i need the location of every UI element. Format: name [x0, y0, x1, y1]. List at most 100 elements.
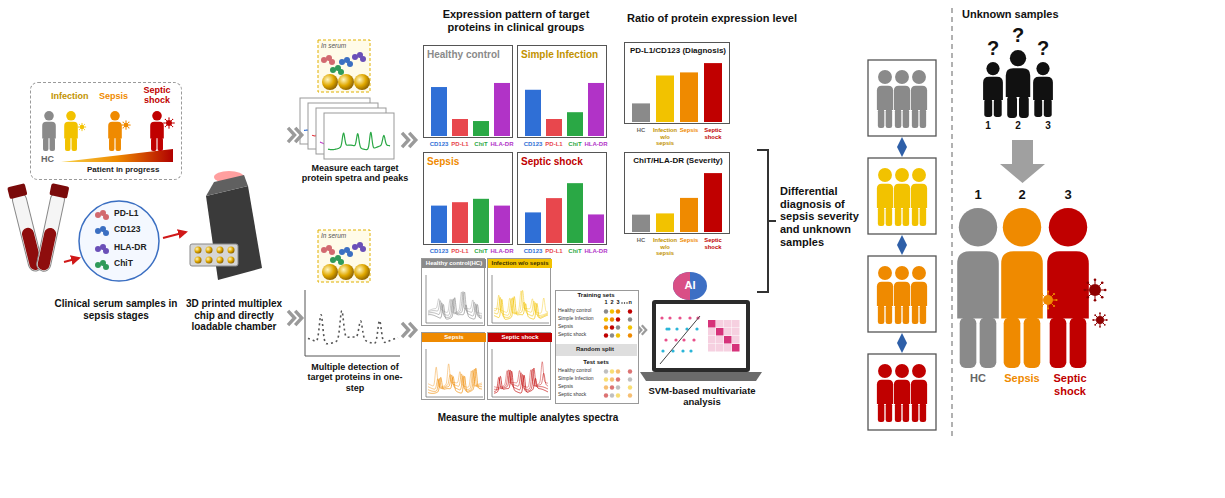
person-icon [42, 111, 56, 151]
virus-icon [78, 127, 79, 128]
protein-icon [339, 247, 353, 257]
serum-sample-image [338, 264, 354, 280]
laptop-illustration [652, 300, 750, 372]
virus-icon [1047, 290, 1049, 292]
axis-label: PD-L1 [539, 248, 569, 255]
virus-icon [1094, 278, 1097, 281]
person-icon [894, 266, 910, 324]
section-heading: Differential diagnosis of sepsis severit… [780, 185, 864, 248]
person-icon [1006, 50, 1030, 118]
caption-text: Measure each target protein spetra and p… [300, 163, 410, 184]
person-icon [903, 207, 909, 226]
image-tag: In serum [321, 232, 346, 239]
virus-icon [168, 117, 169, 118]
flow-chevron [288, 128, 295, 142]
axis-label: Sepsis [677, 127, 701, 134]
bar [567, 112, 583, 136]
person-icon [894, 86, 910, 110]
laptop-illustration [640, 300, 762, 381]
progress-wedge [61, 149, 173, 162]
severity-stage-column [868, 60, 936, 430]
person-icon [920, 305, 926, 324]
laptop-illustration [665, 327, 668, 330]
severity-stage-column [868, 256, 936, 332]
person-icon [912, 364, 926, 378]
expression-bar-chart: SepsisCD123PD-L1ChiTHLA-DR [423, 152, 513, 245]
person-icon [877, 380, 893, 404]
protein-label: CD123 [114, 225, 140, 235]
multiplex-chip-device [195, 247, 202, 254]
blood-tube [33, 183, 69, 273]
person-icon [50, 138, 55, 151]
virus-icon [1089, 284, 1101, 296]
sample-dot [628, 333, 632, 337]
person-icon [959, 208, 997, 246]
virus-icon [1104, 289, 1107, 292]
virus-icon [1086, 281, 1089, 284]
multiplex-chip-device [206, 175, 248, 196]
double-arrow [901, 139, 903, 155]
row-label: Healthy control [558, 308, 591, 314]
ai-brain-icon [673, 272, 707, 300]
circle-outline [79, 201, 159, 281]
person-icon [877, 168, 893, 226]
row-label: Simple Infection [558, 376, 594, 382]
node-graphic [488, 333, 552, 401]
person-icon [886, 109, 892, 128]
section-heading: Expression pattern of target proteins in… [423, 8, 609, 33]
axis-label: Infection w/o sepsis [653, 127, 677, 147]
axis-label: CD123 [518, 141, 548, 148]
sample-dot [616, 325, 620, 329]
protein-label: HLA-DR [114, 243, 147, 253]
protein-icon [352, 242, 366, 252]
laptop-illustration [689, 349, 692, 352]
sample-dot [628, 317, 632, 321]
panel-title: Septic shock [488, 333, 552, 342]
virus-icon [1083, 289, 1086, 292]
table-heading: Training sets [556, 292, 636, 299]
protein-icon [339, 57, 353, 67]
chart-title: PD-L1/CD123 (Diagnosis) [626, 46, 730, 55]
spectra-stack [324, 113, 394, 159]
person-icon [877, 184, 893, 208]
bar [680, 198, 698, 232]
virus-icon [82, 129, 83, 130]
person-icon [878, 207, 884, 226]
person-icon [878, 109, 884, 128]
virus-icon [126, 128, 127, 130]
caption-text: Multiple detection of target proteins in… [300, 362, 410, 393]
sample-dot [610, 333, 614, 337]
blood-tube [37, 227, 58, 272]
person-icon [895, 266, 909, 280]
person-icon [920, 109, 926, 128]
virus-icon [1101, 281, 1104, 284]
sample-dot [610, 369, 614, 373]
sample-dot [628, 377, 632, 381]
protein-circle: PD-L1CD123HLA-DRChiT [78, 200, 160, 282]
multiplex-chip-device [195, 257, 202, 264]
virus-icon [172, 119, 173, 120]
ratio-bar-chart: ChiT/HLA-DR (Severity)HCInfection w/o se… [624, 152, 730, 234]
person-icon [1007, 96, 1017, 118]
virus-icon [1096, 316, 1104, 324]
virus-icon [1053, 305, 1055, 307]
group-label: Sepsis [1000, 372, 1044, 385]
row-label: Septic shock [558, 392, 586, 398]
flow-arrow [64, 258, 79, 262]
spectra-panel: Septic shock [487, 332, 551, 400]
protein-icon [338, 259, 344, 265]
virus-icon [1104, 324, 1106, 326]
laptop-illustration [724, 328, 732, 336]
person-icon [877, 266, 893, 324]
person-icon [903, 403, 909, 422]
laptop-illustration [682, 338, 685, 341]
flow-chevron [295, 128, 302, 142]
multiplex-spectrum [305, 290, 400, 356]
protein-icon [347, 61, 353, 67]
serum-sample-image [318, 40, 370, 92]
axis-label: CD123 [518, 248, 548, 255]
axis-label: CD123 [424, 141, 454, 148]
person-icon [1044, 99, 1052, 117]
virus-icon [1055, 299, 1057, 301]
spectrum-line [494, 371, 548, 393]
